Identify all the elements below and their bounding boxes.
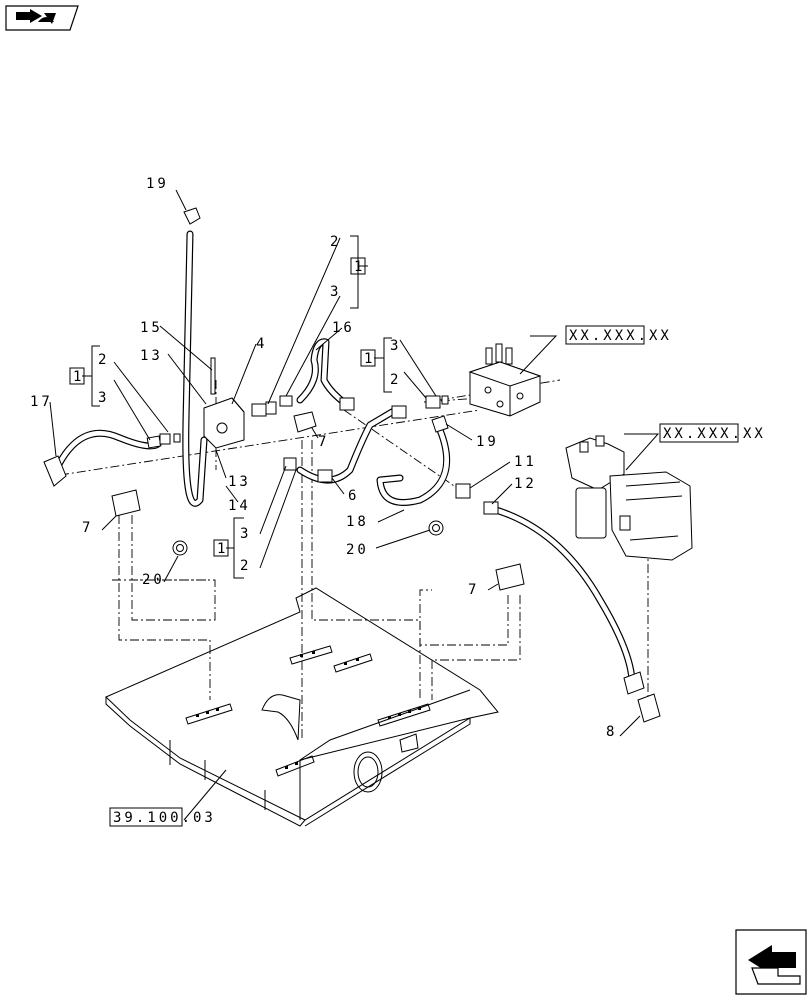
callout-boxes <box>69 257 739 827</box>
callout-19-right: 19 <box>476 434 499 450</box>
callout-3-top: 3 <box>330 284 341 300</box>
callout-1-bottom: 1 <box>217 541 228 557</box>
callout-1-left: 1 <box>73 369 84 385</box>
callout-8: 8 <box>606 724 617 740</box>
callout-7-right: 7 <box>468 582 479 598</box>
filter-ref-label[interactable]: XX.XXX.XX <box>663 426 766 442</box>
callout-20-right: 20 <box>346 542 369 558</box>
callout-18: 18 <box>346 514 369 530</box>
assembly-lines <box>59 379 649 740</box>
next-page-arrow-icon[interactable] <box>735 929 807 995</box>
callout-19-top: 19 <box>146 176 169 192</box>
callout-7-center: 7 <box>318 434 329 450</box>
callout-4: 4 <box>256 336 267 352</box>
callout-13-bottom: 13 <box>228 474 251 490</box>
callout-labels: 1 1 1 1 2 2 2 2 3 3 3 3 4 6 7 7 7 8 11 1… <box>30 176 766 826</box>
callout-2-right: 2 <box>390 372 401 388</box>
callout-16: 16 <box>332 320 355 336</box>
callout-6: 6 <box>348 488 359 504</box>
callout-17: 17 <box>30 394 53 410</box>
callout-15: 15 <box>140 320 163 336</box>
callout-7-left: 7 <box>82 520 93 536</box>
book-arrow-icon[interactable] <box>5 5 79 31</box>
callout-11: 11 <box>514 454 537 470</box>
valve-block <box>468 343 542 417</box>
fittings <box>43 207 661 723</box>
callout-13-top: 13 <box>140 348 163 364</box>
callout-3-bottom: 3 <box>240 526 251 542</box>
callout-1-upper: 1 <box>354 259 365 275</box>
valve-ref-label[interactable]: XX.XXX.XX <box>569 328 672 344</box>
callout-3-right: 3 <box>390 338 401 354</box>
leader-lines <box>49 189 660 821</box>
callout-12: 12 <box>514 476 537 492</box>
callout-1-right: 1 <box>364 351 375 367</box>
filter-assembly <box>565 435 693 561</box>
frame-ref-label[interactable]: 39.100.03 <box>113 810 216 826</box>
callout-2-bottom: 2 <box>240 558 251 574</box>
callout-2-top: 2 <box>330 234 341 250</box>
hoses <box>52 230 636 684</box>
frame-plate <box>105 587 499 827</box>
callout-3-left: 3 <box>98 390 109 406</box>
callout-20-left: 20 <box>142 572 165 588</box>
callout-14: 14 <box>228 498 251 514</box>
callout-2-left: 2 <box>98 352 109 368</box>
